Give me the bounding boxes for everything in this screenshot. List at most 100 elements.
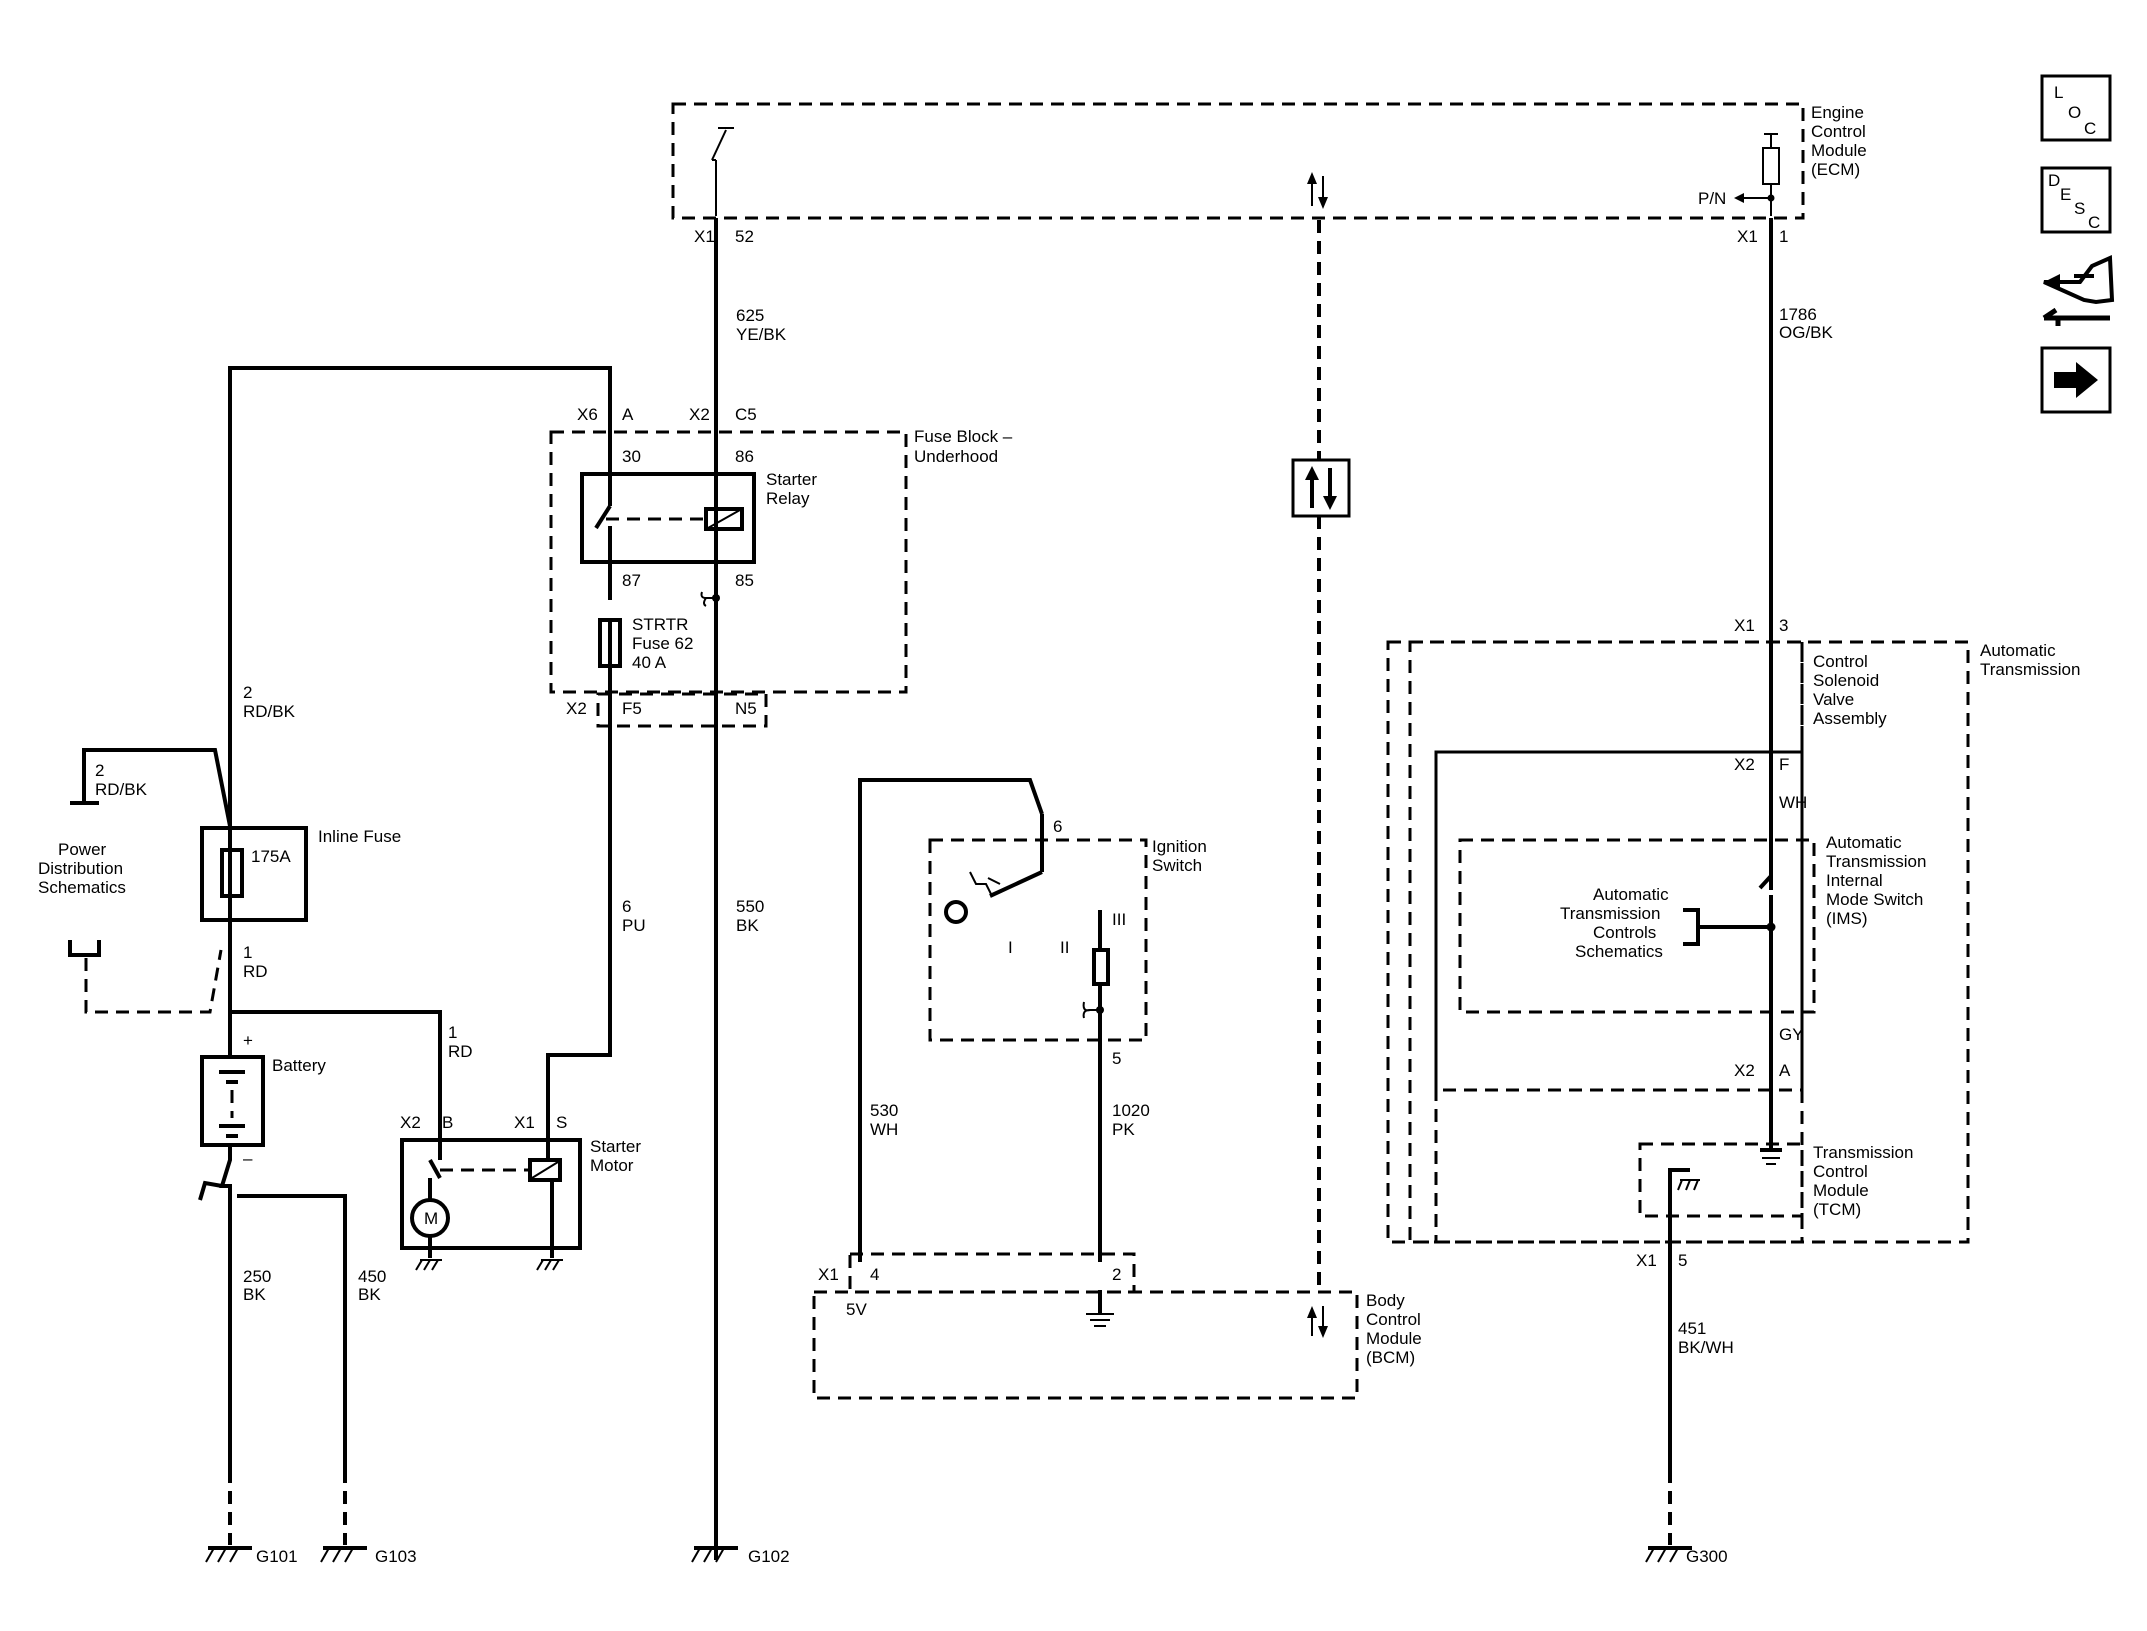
relay-label-1: Starter [766,470,817,489]
ignition-pin-6: 6 [1053,817,1062,836]
ignition-switch[interactable]: 6 Ignition Switch I II III 5 [928,814,1207,1068]
wire-1020-color: PK [1112,1120,1135,1139]
tcm-label-3: Module [1813,1181,1869,1200]
wire-2b-circuit: 2 [95,761,104,780]
power-distribution-schematics[interactable]: Power Distribution Schematics [38,840,126,897]
ecm-label-3: Module [1811,141,1867,160]
fuse-block-x6: X6 [577,405,598,424]
loc-icon-l: L [2054,83,2063,102]
bcm-5v: 5V [846,1300,867,1319]
ecm-label-2: Control [1811,122,1866,141]
ecm-conn-right: X1 [1737,227,1758,246]
starter-s: S [556,1113,567,1132]
csv-label-2: Solenoid [1813,671,1879,690]
fuse-block-x2b: X2 [566,699,587,718]
ignition-label-1: Ignition [1152,837,1207,856]
power-dist-label-3: Schematics [38,878,126,897]
description-button[interactable]: D E S C [2040,166,2112,234]
inline-fuse: 175A Inline Fuse [200,826,401,922]
automatic-transmission: Automatic Transmission X1 3 Control Sole… [1386,616,2080,1470]
ground-g103-label: G103 [375,1547,417,1566]
relay-pin-86: 86 [735,447,754,466]
starter-b: B [442,1113,453,1132]
inline-fuse-rating: 175A [251,847,291,866]
ignition-label-2: Switch [1152,856,1202,875]
next-page-button[interactable] [2040,346,2112,414]
wire-1786-color: OG/BK [1779,323,1834,342]
desc-icon-e: E [2060,185,2071,204]
starter-relay [580,472,756,564]
atc-label-2: Transmission [1560,904,1660,923]
battery: + Battery – [200,1031,326,1168]
desc-icon-c: C [2088,213,2100,232]
wire-1020-circuit: 1020 [1112,1101,1150,1120]
ground-g103: G103 [320,1546,417,1566]
desc-icon-d: D [2048,171,2060,190]
serial-data-icon [1307,172,1328,209]
wire-2a-circuit: 2 [243,683,252,702]
wire-450-circuit: 450 [358,1267,386,1286]
arrow-right-icon [2054,362,2098,398]
bcm-label-3: Module [1366,1329,1422,1348]
csv-label-1: Control [1813,652,1868,671]
fuse-block-n5: N5 [735,699,757,718]
wire-1rd-color: RD [243,962,268,981]
wire-1rd2-circuit: 1 [448,1023,457,1042]
starter-label-1: Starter [590,1137,641,1156]
location-button[interactable]: L O C [2040,74,2112,142]
bcm-label-2: Control [1366,1310,1421,1329]
trans-x2-a: X2 [1734,1061,1755,1080]
wire-250-circuit: 250 [243,1267,271,1286]
ecm-pn-label: P/N [1698,189,1726,208]
fuse-label-3: 40 A [632,653,667,672]
loc-icon-o: O [2068,103,2081,122]
wire-6-circuit: 6 [622,897,631,916]
relay-pin-85: 85 [735,571,754,590]
fuse-block-a: A [622,405,634,424]
wire-wh: WH [1779,793,1807,812]
ignition-pos-2: II [1060,938,1069,957]
wire-625-color: YE/BK [736,325,787,344]
ecm-module: Engine Control Module (ECM) P/N X1 52 X1… [671,102,1867,246]
battery-plus: + [243,1031,253,1050]
ims-label-4: Mode Switch [1826,890,1923,909]
tcm-label-4: (TCM) [1813,1200,1861,1219]
wire-530-color: WH [870,1120,898,1139]
wire-450-color: BK [358,1285,381,1304]
fuse-block-underhood: Fuse Block – Underhood X6 A X2 C5 30 86 … [549,405,1013,740]
ims-label-3: Internal [1826,871,1883,890]
ground-g300-label: G300 [1686,1547,1728,1566]
ecm-conn-left: X1 [694,227,715,246]
power-dist-label-1: Power [58,840,107,859]
tcm-label-2: Control [1813,1162,1868,1181]
body-control-module: X1 4 2 5V Body Control Module (BCM) [812,1252,1422,1400]
wire-250-color: BK [243,1285,266,1304]
bcm-x1: X1 [818,1265,839,1284]
trans-label-1: Automatic [1980,641,2056,660]
connector-end-view-button[interactable] [2042,254,2115,326]
wire-2b-color: RD/BK [95,780,148,799]
trans-label-2: Transmission [1980,660,2080,679]
csv-label-4: Assembly [1813,709,1887,728]
desc-icon-s: S [2074,199,2085,218]
ground-g101-label: G101 [256,1547,298,1566]
ims-label-5: (IMS) [1826,909,1868,928]
trans-x1: X1 [1734,616,1755,635]
atc-label-1: Automatic [1593,885,1669,904]
battery-label: Battery [272,1056,326,1075]
tcm-x1: X1 [1636,1251,1657,1270]
ignition-pos-1: I [1008,938,1013,957]
transmission-controls-schematics[interactable]: Automatic Transmission Controls Schemati… [1560,885,1669,961]
loc-icon-c: C [2084,119,2096,138]
starter-label-2: Motor [590,1156,634,1175]
ims-label-2: Transmission [1826,852,1926,871]
tcm-pin-5: 5 [1678,1251,1687,1270]
starter-motor: X2 B X1 S Starter Motor M [400,1113,641,1258]
tcm-label-1: Transmission [1813,1143,1913,1162]
wire-1rd2-color: RD [448,1042,473,1061]
wire-1786-circuit: 1786 [1779,305,1817,324]
inline-fuse-label: Inline Fuse [318,827,401,846]
bcm-label-1: Body [1366,1291,1405,1310]
wire-530-circuit: 530 [870,1101,898,1120]
wire-1rd-circuit: 1 [243,943,252,962]
